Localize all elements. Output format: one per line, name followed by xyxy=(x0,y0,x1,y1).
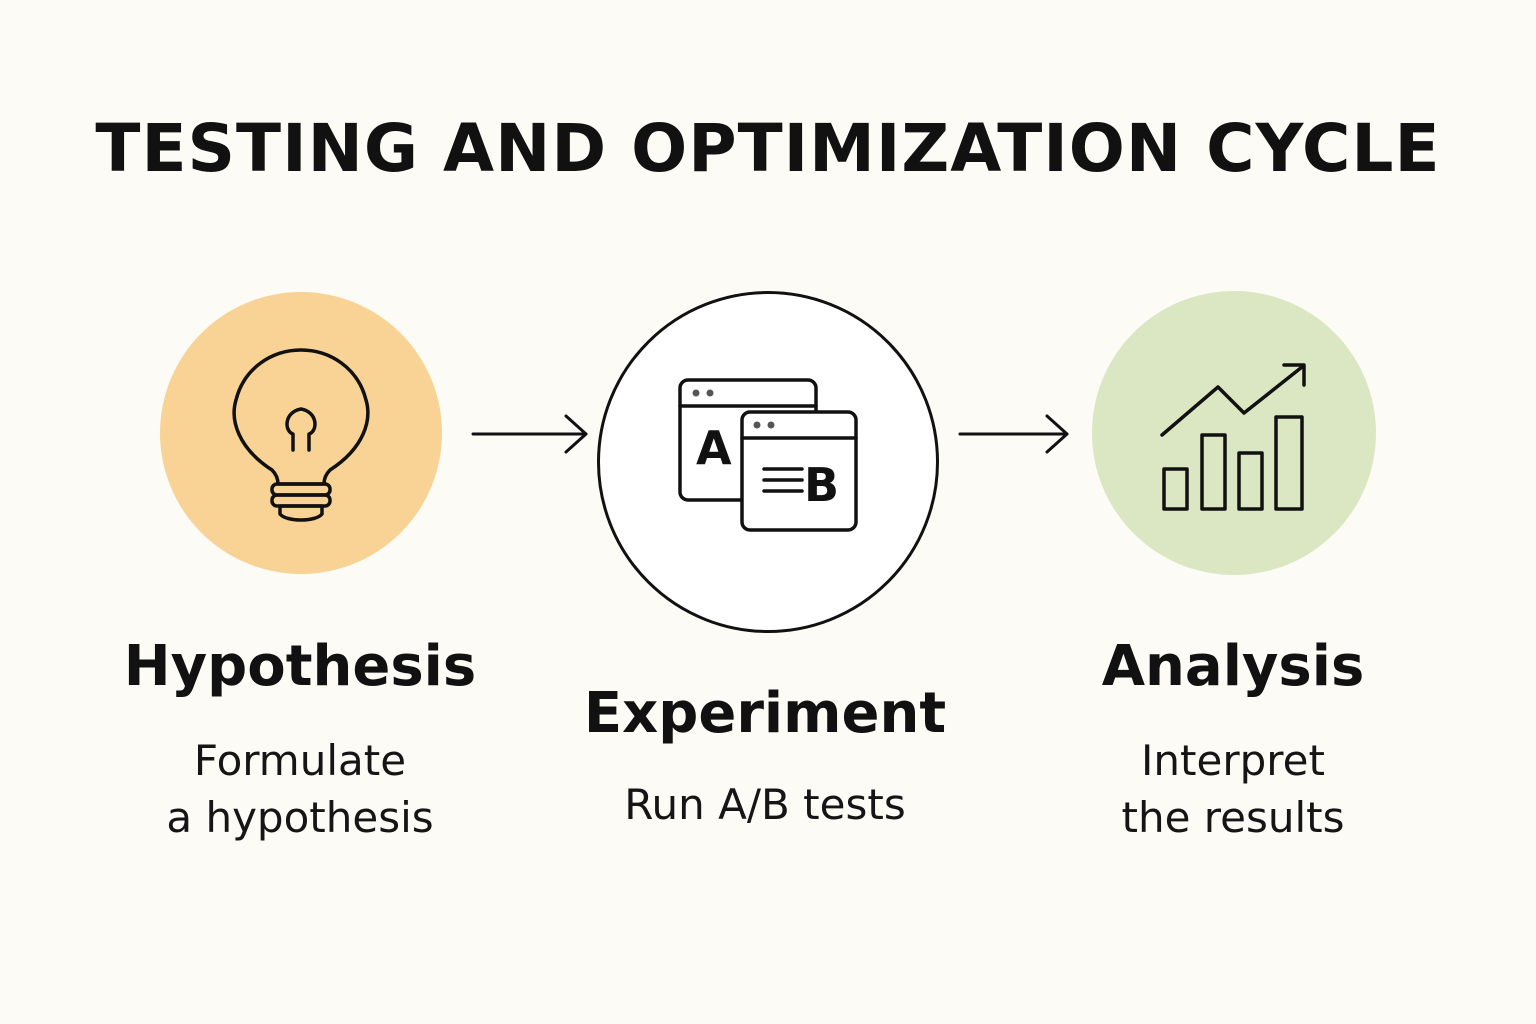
stage-description-experiment: Run A/B tests xyxy=(624,780,906,829)
hypothesis-circle xyxy=(160,292,442,574)
growth-chart-icon xyxy=(1160,363,1306,511)
stage-description-hypothesis: Formulate a hypothesis xyxy=(166,736,434,842)
analysis-circle xyxy=(1092,291,1376,575)
experiment-circle: A B xyxy=(597,291,939,633)
stage-description-analysis: Interpret the results xyxy=(1121,736,1345,842)
stage-title-analysis: Analysis xyxy=(1101,634,1365,699)
ab-test-windows-icon: A B xyxy=(678,378,858,532)
window-b-label: B xyxy=(804,458,839,512)
lightbulb-icon xyxy=(232,348,370,522)
stage-title-experiment: Experiment xyxy=(583,681,947,746)
arrow-right-icon xyxy=(471,414,588,454)
window-a-label: A xyxy=(696,421,732,475)
stage-title-hypothesis: Hypothesis xyxy=(123,634,477,699)
arrow-right-icon xyxy=(958,414,1069,454)
diagram-title: TESTING AND OPTIMIZATION CYCLE xyxy=(95,110,1441,187)
